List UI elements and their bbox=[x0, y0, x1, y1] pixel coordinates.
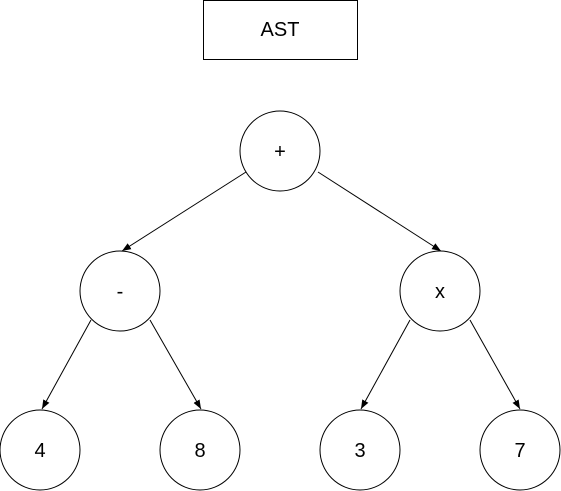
edge-root-to-right bbox=[317, 171, 442, 252]
node-left-left: 4 bbox=[0, 409, 81, 491]
node-right-right-label: 7 bbox=[514, 440, 525, 462]
title-box: AST bbox=[203, 0, 358, 60]
edge-left-to-left-left bbox=[41, 319, 92, 410]
edge-right-to-right-right bbox=[469, 319, 521, 410]
node-right-left-label: 3 bbox=[354, 440, 365, 462]
node-right-left: 3 bbox=[319, 409, 401, 491]
node-left-right: 8 bbox=[159, 409, 241, 491]
edge-root-to-left bbox=[121, 171, 247, 252]
node-left-left-label: 4 bbox=[34, 440, 45, 462]
diagram-title: AST bbox=[261, 19, 300, 41]
node-right-label: x bbox=[435, 281, 445, 303]
node-left-label: - bbox=[117, 281, 124, 303]
node-right: x bbox=[399, 250, 481, 332]
node-root-label: + bbox=[274, 141, 286, 163]
node-left: - bbox=[79, 250, 161, 332]
node-right-right: 7 bbox=[479, 409, 561, 491]
edge-left-to-left-right bbox=[149, 319, 202, 410]
node-root: + bbox=[239, 110, 321, 192]
node-left-right-label: 8 bbox=[194, 440, 205, 462]
edge-right-to-right-left bbox=[360, 319, 411, 410]
